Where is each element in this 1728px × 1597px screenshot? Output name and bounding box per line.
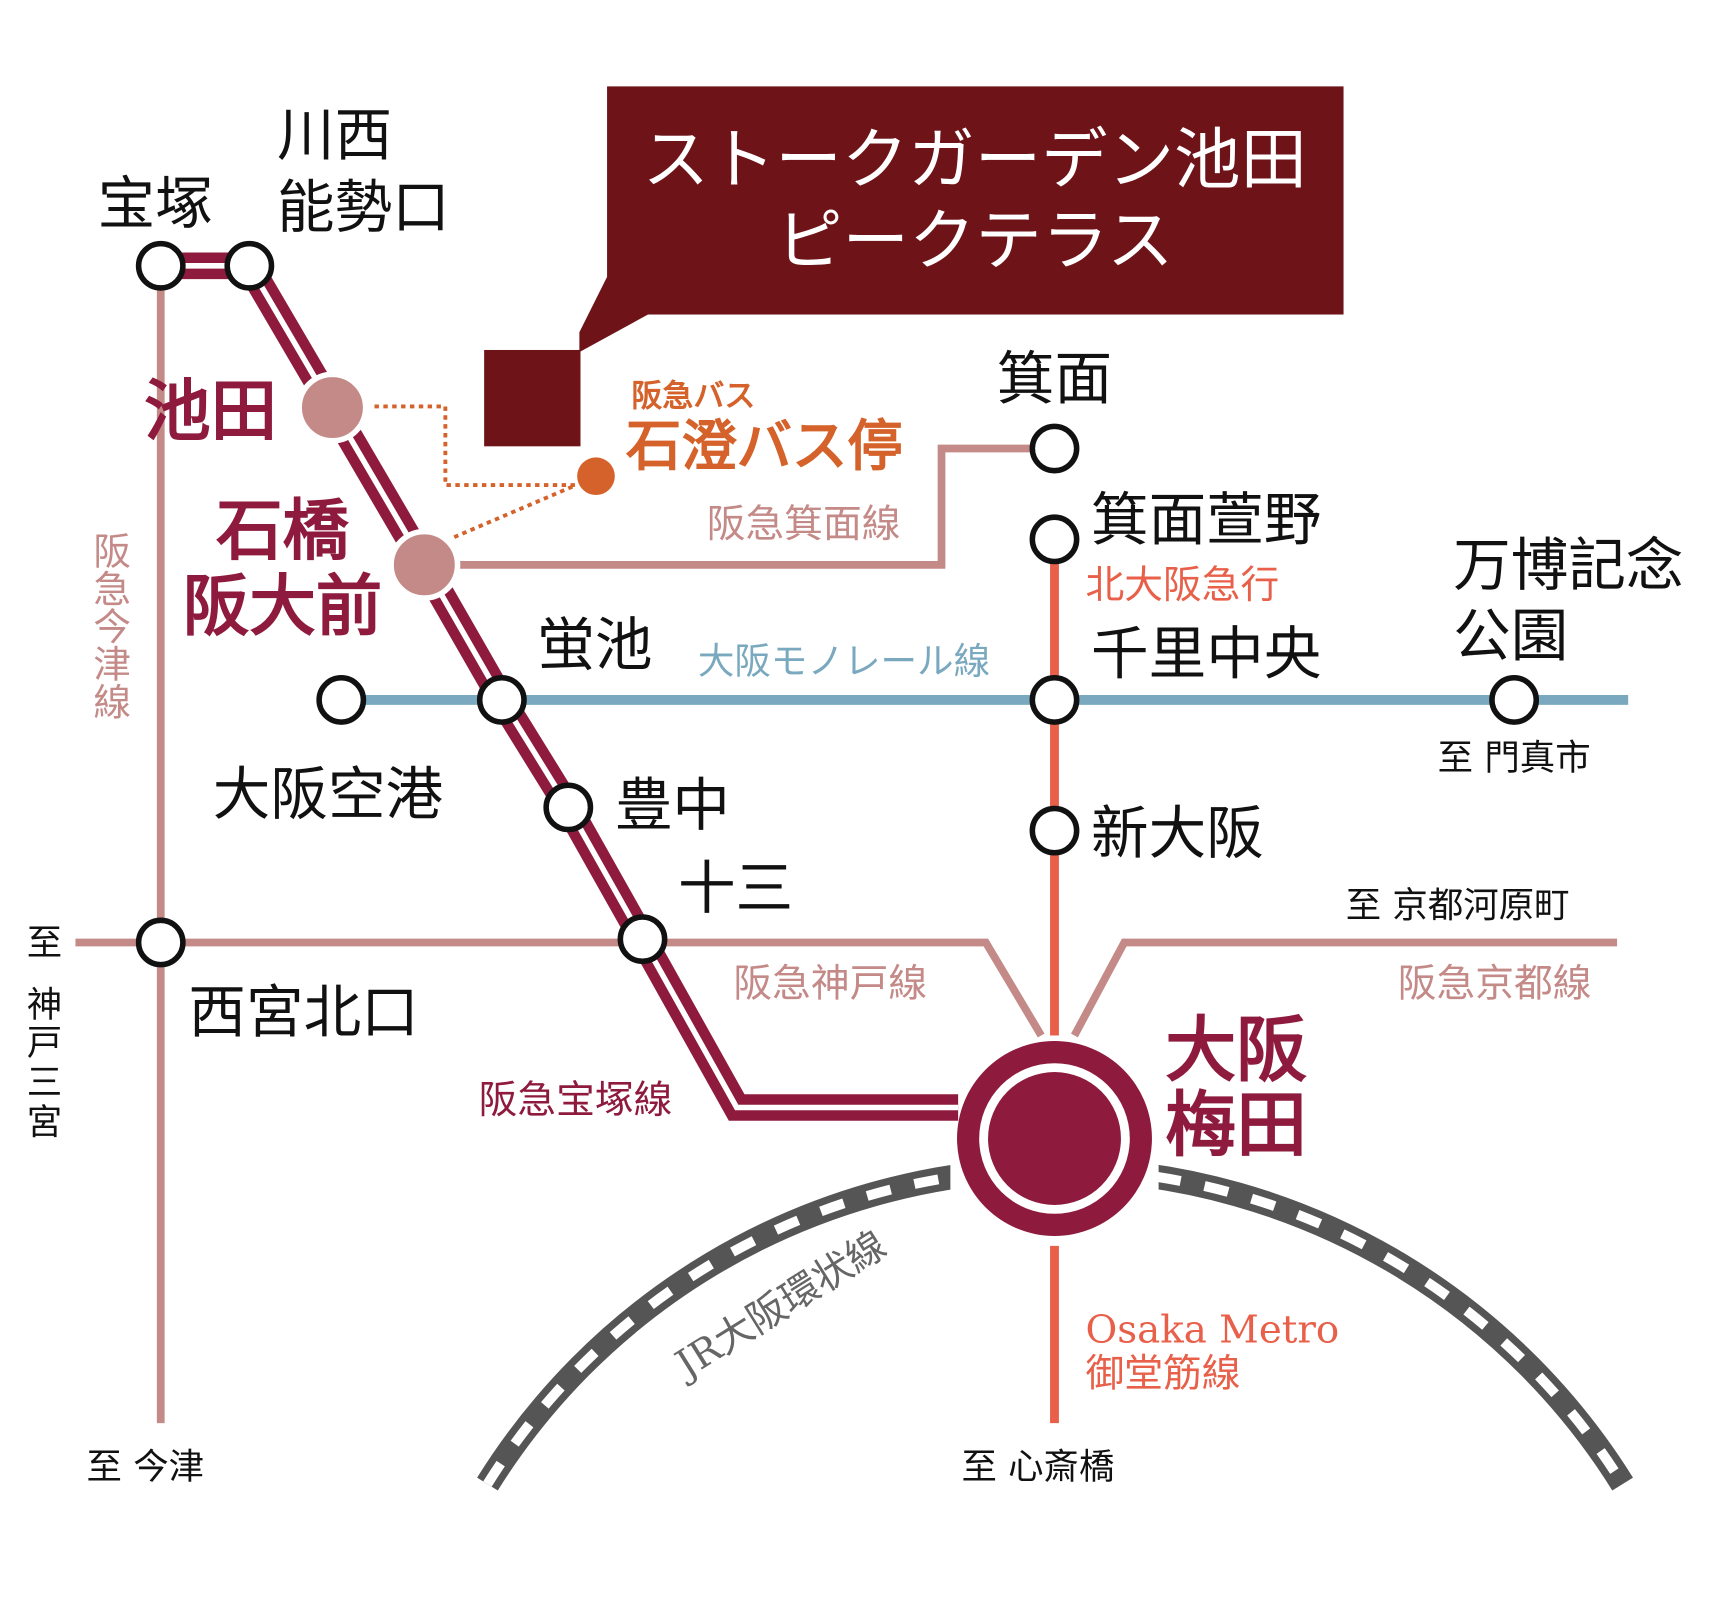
label-shin-osaka: 新大阪 xyxy=(1091,800,1264,867)
label-minoh: 箕面 xyxy=(997,346,1112,413)
station-senri-chuo[interactable] xyxy=(1029,675,1080,725)
dest-shinsaibashi: 至 心斎橋 xyxy=(961,1446,1114,1487)
station-shin-osaka[interactable] xyxy=(1029,805,1080,856)
dest-sannomiya-char: 宮 xyxy=(27,1102,62,1143)
dest-sannomiya-char: 三 xyxy=(27,1062,62,1103)
label-umeda-1: 大阪 xyxy=(1165,1008,1307,1091)
station-juso[interactable] xyxy=(617,914,668,965)
dest-sannomiya: 至 神 戸 三 宮 xyxy=(27,923,62,1143)
property-marker xyxy=(484,349,581,447)
dest-sannomiya-char: 戸 xyxy=(27,1022,62,1063)
dest-sannomiya-char: 神 xyxy=(27,985,62,1026)
label-bus-company: 阪急バス xyxy=(631,378,755,414)
bus-walk-route xyxy=(374,404,577,539)
callout-pointer xyxy=(579,276,649,353)
kyoto-line xyxy=(1071,938,1618,1038)
property-callout: ストークガーデン池田 ピークテラス xyxy=(484,86,1344,447)
label-nishinomiya: 西宮北口 xyxy=(188,979,418,1046)
label-osaka-airport: 大阪空港 xyxy=(213,761,443,828)
label-jr-loop: JR大阪環状線 xyxy=(665,1223,894,1390)
station-toyonaka[interactable] xyxy=(543,782,594,833)
label-kita-osaka: 北大阪急行 xyxy=(1085,563,1279,608)
kobe-line xyxy=(75,938,1045,1038)
label-juso: 十三 xyxy=(678,855,793,922)
label-ishibashi-2: 阪大前 xyxy=(183,567,382,645)
label-hotarugaike: 蛍池 xyxy=(537,611,652,678)
station-nishinomiya[interactable] xyxy=(135,917,186,968)
station-minoh-kayano[interactable] xyxy=(1029,514,1080,565)
station-hotarugaike[interactable] xyxy=(476,675,527,725)
station-kawanishi[interactable] xyxy=(224,240,275,291)
label-bus-stop: 石澄バス停 xyxy=(626,415,903,479)
label-ikeda: 池田 xyxy=(144,372,277,450)
dest-imazu: 至 今津 xyxy=(87,1446,205,1487)
property-name-line1: ストークガーデン池田 xyxy=(643,121,1307,199)
label-takarazuka-line: 阪急宝塚線 xyxy=(479,1078,673,1123)
label-kobe-line: 阪急神戸線 xyxy=(733,962,927,1007)
label-midosuji-1: Osaka Metro xyxy=(1085,1307,1339,1352)
label-kyoto-line: 阪急京都線 xyxy=(1398,962,1592,1007)
label-minoh-kayano: 箕面萱野 xyxy=(1091,486,1321,553)
label-takarazuka: 宝塚 xyxy=(98,171,213,238)
label-kawanishi-1: 川西 xyxy=(277,102,392,169)
label-umeda-2: 梅田 xyxy=(1165,1084,1307,1167)
title-box xyxy=(607,86,1344,315)
station-takarazuka[interactable] xyxy=(135,240,186,291)
station-ishibashi[interactable] xyxy=(388,528,461,601)
bus-stop-marker[interactable] xyxy=(577,457,615,496)
dest-sannomiya-char: 至 xyxy=(27,923,62,964)
property-name-line2: ピークテラス xyxy=(776,202,1173,280)
station-banpaku[interactable] xyxy=(1489,675,1540,725)
label-ishibashi-1: 石橋 xyxy=(215,492,349,570)
label-monorail: 大阪モノレール線 xyxy=(698,639,990,682)
station-osaka-airport[interactable] xyxy=(316,675,367,725)
label-banpaku-1: 万博記念 xyxy=(1453,532,1683,599)
minoh-line xyxy=(424,444,1055,569)
dest-kadoma: 至 門真市 xyxy=(1438,738,1591,779)
dest-kawaramachi: 至 京都河原町 xyxy=(1346,885,1570,926)
label-midosuji-2: 御堂筋線 xyxy=(1085,1352,1240,1397)
umeda-station-marker[interactable] xyxy=(957,1041,1152,1236)
label-minoh-line: 阪急箕面線 xyxy=(707,502,901,547)
label-banpaku-2: 公園 xyxy=(1453,603,1568,670)
label-kawanishi-2: 能勢口 xyxy=(277,174,450,241)
label-toyonaka: 豊中 xyxy=(615,772,730,839)
station-minoh[interactable] xyxy=(1029,423,1080,474)
label-senri-chuo: 千里中央 xyxy=(1091,620,1321,687)
label-imazu-line: 阪急今津線 xyxy=(87,532,131,720)
station-ikeda[interactable] xyxy=(296,371,369,444)
